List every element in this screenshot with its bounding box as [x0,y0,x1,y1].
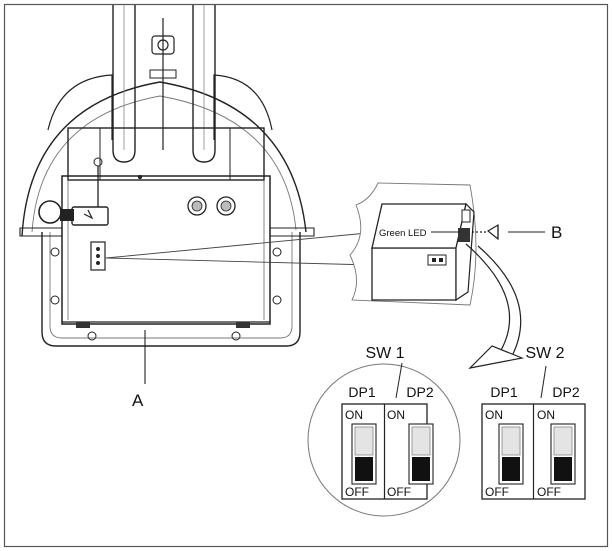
rail-left [112,5,136,163]
cover-arc [21,81,307,237]
sw1-dp2-on: ON [387,408,405,422]
sw1-dp1-slider [355,457,373,481]
sw1-dp1-off: OFF [345,485,369,499]
sw1-dp1-switch[interactable] [351,423,377,485]
sw2-dp1-label: DP1 [490,384,517,400]
label-b: B [551,223,562,242]
knob-right [216,196,236,216]
chassis [41,232,301,347]
label-green-led: Green LED [379,228,427,239]
opener-unit [19,5,315,347]
sw1-dp2-label: DP2 [406,384,433,400]
sw2-dp1-slider [502,457,520,481]
upper-housing [67,127,265,181]
sw2-dp2-on: ON [537,408,555,422]
sw2-label: SW 2 [525,345,564,362]
sw2-leader [540,365,547,399]
cover-arc-inner [31,95,297,233]
sw2-dp2-switch[interactable] [550,423,576,485]
button-b-marker [472,223,499,241]
sw2-dp1-on: ON [485,408,503,422]
main-cover [61,175,271,325]
sw1-dp1-label: DP1 [348,384,375,400]
callout-line-lower [105,257,373,266]
release-handle [71,206,109,226]
label-a: A [132,391,144,410]
rail-bracket [151,35,175,55]
sw2-dp2-off: OFF [537,485,561,499]
release-knob [38,200,62,224]
receiver-module [349,182,477,306]
sw1-leader [395,362,403,399]
sw1-dp1-on: ON [345,408,363,422]
sw1-label: SW 1 [365,345,404,362]
arrow-head [468,345,525,369]
callout-line-upper [105,231,379,259]
sw1-dp2-off: OFF [387,485,411,499]
curved-arrow [465,243,511,353]
sw1-dp2-slider [412,457,430,481]
sw2-dp2-label: DP2 [552,384,579,400]
sw2-dp2-slider [554,457,572,481]
sw2-dp1-switch[interactable] [498,423,524,485]
sw1-magnifier-circle [307,363,461,517]
sw2-dp1-off: OFF [485,485,509,499]
knob-left [187,196,207,216]
sw1-dp2-switch[interactable] [408,423,434,485]
shoulder-left [47,74,113,140]
rail-right [192,5,216,163]
